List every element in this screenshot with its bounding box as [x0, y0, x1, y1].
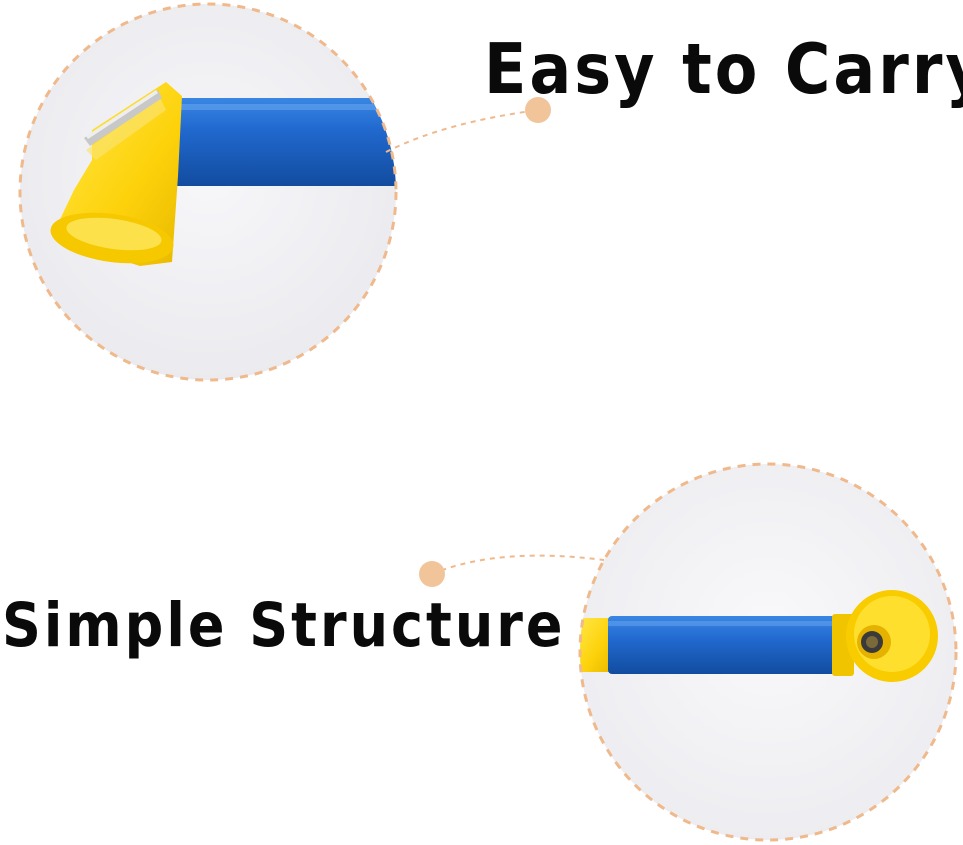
connector-line	[385, 109, 539, 153]
dashed-circle-border	[18, 2, 398, 382]
connector-line	[431, 554, 605, 575]
straight-tube-product-icon	[580, 590, 938, 682]
feature-bottom-group	[419, 462, 958, 842]
folded-tube-product-icon	[50, 82, 396, 266]
feature-title-easy-to-carry: Easy to Carry	[484, 28, 963, 110]
dashed-circle-border	[578, 462, 958, 842]
connector-dot	[525, 97, 551, 123]
feature-title-simple-structure: Simple Structure	[2, 590, 566, 661]
connector-dot	[419, 561, 445, 587]
feature-top-group	[18, 2, 551, 382]
